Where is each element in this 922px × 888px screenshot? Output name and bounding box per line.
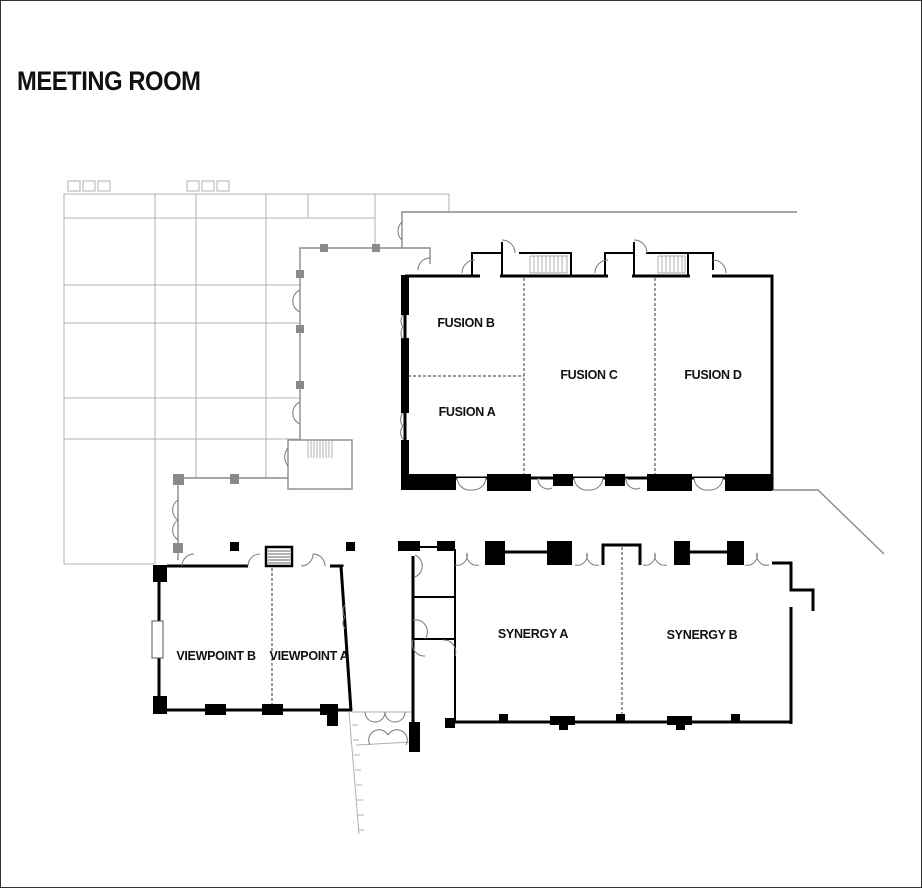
room-label-viewpoint-a[interactable]: VIEWPOINT A <box>270 649 349 663</box>
room-label-fusion-b[interactable]: FUSION B <box>437 316 495 330</box>
room-label-fusion-d[interactable]: FUSION D <box>684 368 742 382</box>
stair-icon <box>657 255 686 274</box>
room-label-synergy-a[interactable]: SYNERGY A <box>498 627 569 641</box>
fusion-block <box>400 239 774 491</box>
stair-icon <box>307 441 333 458</box>
viewpoint-block <box>151 542 355 726</box>
room-label-fusion-c[interactable]: FUSION C <box>560 368 618 382</box>
room-label-fusion-a[interactable]: FUSION A <box>439 405 496 419</box>
synergy-block <box>398 541 815 752</box>
existing-building-grid <box>63 180 885 565</box>
room-label-viewpoint-b[interactable]: VIEWPOINT B <box>176 649 256 663</box>
stair-icon <box>268 550 290 564</box>
stair-icon <box>529 255 568 274</box>
page-title: MEETING ROOM <box>17 66 201 96</box>
room-label-synergy-b[interactable]: SYNERGY B <box>667 628 738 642</box>
entry-ramp <box>348 711 413 835</box>
